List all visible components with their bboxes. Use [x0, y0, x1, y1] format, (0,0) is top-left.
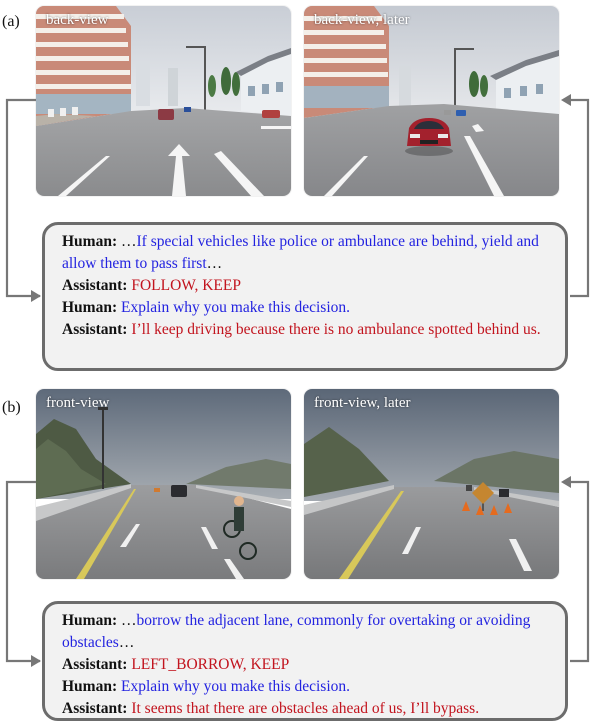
dialog-b-assistant-line-2: Assistant: It seems that there are obsta… [62, 698, 551, 720]
back-view-later-image: back-view, later [304, 6, 559, 196]
back-view-later-scene [304, 6, 559, 196]
speaker-human: Human: [62, 299, 118, 316]
speaker-human: Human: [62, 233, 118, 250]
dialog-b-assistant-line-1: Assistant: LEFT_BORROW, KEEP [62, 654, 551, 676]
front-view-image: front-view [36, 389, 291, 579]
dialog-b-human-line-2: Human: Explain why you make this decisio… [62, 676, 551, 698]
back-view-scene [36, 6, 291, 196]
construction-obstacles [462, 482, 512, 515]
panel-a-letter: (a) [2, 13, 20, 30]
speaker-human: Human: [62, 678, 118, 695]
front-view-later-scene [304, 389, 559, 579]
ellipsis: … [121, 233, 137, 250]
dialog-b-human-line-1: Human: …borrow the adjacent lane, common… [62, 610, 551, 654]
arrowhead-b-right [561, 476, 571, 488]
human-instruction-text: If special vehicles like police or ambul… [62, 233, 539, 272]
arrowhead-a-left [31, 290, 41, 302]
arrowhead-b-left [31, 655, 41, 667]
ellipsis: … [118, 634, 135, 651]
arrowhead-a-right [561, 94, 571, 106]
dialog-a-assistant-line-2: Assistant: I’ll keep driving because the… [62, 319, 551, 341]
dialog-a: Human: …If special vehicles like police … [42, 222, 568, 371]
back-view-image: back-view [36, 6, 291, 196]
human-instruction-text: borrow the adjacent lane, commonly for o… [62, 612, 531, 651]
front-view-later-label: front-view, later [314, 395, 411, 411]
panel-b-letter: (b) [2, 399, 21, 416]
assistant-decision-text: FOLLOW, KEEP [131, 277, 241, 294]
dialog-a-human-line-2: Human: Explain why you make this decisio… [62, 297, 551, 319]
speaker-assistant: Assistant: [62, 277, 128, 294]
dialog-a-human-line-1: Human: …If special vehicles like police … [62, 231, 551, 275]
dialog-b: Human: …borrow the adjacent lane, common… [42, 601, 568, 721]
assistant-explanation-text: It seems that there are obstacles ahead … [131, 700, 480, 717]
back-view-label: back-view [46, 12, 109, 28]
assistant-explanation-text: I’ll keep driving because there is no am… [131, 321, 541, 338]
speaker-assistant: Assistant: [62, 656, 128, 673]
front-view-later-image: front-view, later [304, 389, 559, 579]
human-question-text: Explain why you make this decision. [121, 299, 351, 316]
ellipsis: … [206, 255, 223, 272]
assistant-decision-text: LEFT_BORROW, KEEP [131, 656, 290, 673]
speaker-human: Human: [62, 612, 118, 629]
back-view-later-label: back-view, later [314, 12, 410, 28]
speaker-assistant: Assistant: [62, 700, 128, 717]
dialog-a-assistant-line-1: Assistant: FOLLOW, KEEP [62, 275, 551, 297]
ellipsis: … [121, 612, 137, 629]
speaker-assistant: Assistant: [62, 321, 128, 338]
red-car [405, 118, 453, 156]
cyclist [223, 496, 257, 560]
human-question-text: Explain why you make this decision. [121, 678, 351, 695]
front-view-label: front-view [46, 395, 110, 411]
front-view-scene [36, 389, 291, 579]
